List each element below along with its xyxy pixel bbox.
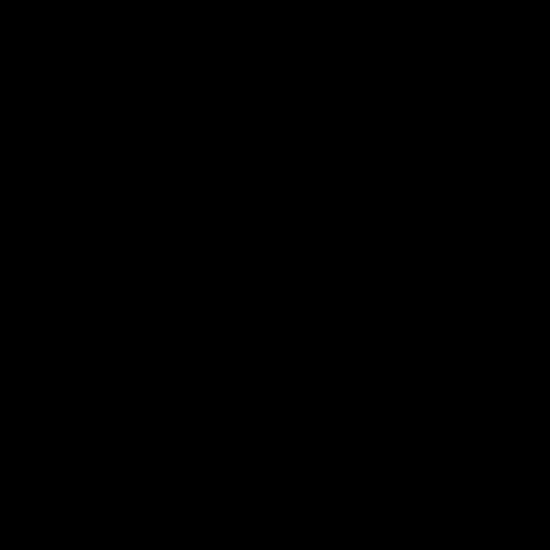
label-aramid-fibers: Aramid fibers [451,236,512,270]
fiber-strand [275,278,285,288]
fiber-strand [283,278,293,288]
second-jacket-ring-inner [231,229,337,335]
fiber-strand [279,286,289,296]
second-jacket-ring-outer [227,225,341,339]
label-line: jacket [469,319,520,338]
label-jacket: Jacket [64,259,116,278]
label-fiber-optic: Fiber optic [388,182,478,201]
fiber-optic-strands [271,270,297,296]
leader-aramid-fiber-braid [72,207,246,247]
leader-second-jacket [28,319,245,366]
label-line: Aramid [451,236,512,255]
label-line: Aramid fiber [73,165,179,184]
leader-yellow-blue-jacket [329,306,520,348]
label-line: Jacket [64,259,116,278]
label-yellow-blue-jacket: Yellow/Blue jacket [424,304,520,338]
aramid-fiber-braid-ring [239,237,329,327]
leader-fiber-optic [295,199,389,271]
outer-jacket-ring [181,179,387,385]
label-line: Fiber optic [388,182,478,201]
label-second-jacket: Second jacket [28,346,147,365]
label-line: braid [73,180,117,199]
fiber-strand [279,270,289,280]
label-aramid-fiber-braid: Aramid fiber braid [73,165,179,199]
label-line: fibers [464,251,512,270]
fiber-strand [271,286,281,296]
fiber-strand [287,286,297,296]
yellow-blue-jacket-ring [249,247,319,317]
label-line: Second jacket [28,346,147,365]
label-line: Yellow/Blue [424,304,520,323]
